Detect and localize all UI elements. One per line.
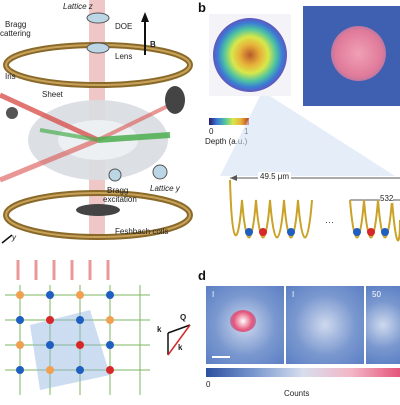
exit-beam	[97, 103, 171, 142]
lattice-wells-left	[229, 179, 313, 239]
ellipsis: ···	[325, 217, 334, 227]
tile-1-spot	[230, 310, 256, 332]
iris-optic	[6, 107, 18, 119]
y-axis-label: y	[12, 233, 16, 242]
distance-2-label: 532	[380, 194, 394, 203]
distance-arrow-1-head	[230, 175, 237, 181]
vector-kf-label: k	[157, 325, 162, 334]
mirror-right	[165, 86, 185, 114]
bragg-excitation-optic	[108, 168, 122, 182]
lattice-y-optic	[152, 164, 168, 180]
atom-2	[259, 228, 267, 236]
b-field-label: B	[150, 40, 156, 49]
depth-map	[209, 14, 291, 96]
lens-label: Lens	[115, 52, 133, 61]
counts-colorbar	[206, 368, 400, 377]
doe-label: DOE	[115, 22, 133, 31]
depth-colorbar-min: 0	[209, 127, 214, 136]
vector-diagram	[167, 324, 191, 356]
apparatus-illustration	[0, 0, 193, 244]
bragg-label: Bragg	[5, 20, 27, 29]
lattice-atoms	[16, 291, 114, 374]
bragg-excitation-label-1: Bragg	[107, 186, 129, 195]
incoming-beam-arrows	[16, 260, 110, 280]
distance-1-label: 49.5 μm	[258, 172, 292, 181]
projection-shape	[220, 96, 395, 176]
panel-a: Lattice z DOE B Bragg cattering Lens Iri…	[0, 0, 200, 250]
iris-label: Iris	[5, 72, 16, 81]
lattice-y-beam	[97, 132, 171, 143]
objective	[76, 204, 120, 216]
tile-3-title: 50	[372, 290, 381, 299]
bragg-beam	[0, 92, 100, 143]
counts-colorbar-min: 0	[206, 380, 211, 389]
atom-6	[381, 228, 389, 236]
sheet-label: Sheet	[42, 90, 63, 99]
heatmap-tile-3: 50	[366, 286, 400, 364]
tile-2-title: I	[292, 290, 295, 299]
lattice-potential: ···	[229, 175, 400, 242]
atom-cloud-disk	[331, 26, 386, 81]
doe-optic	[86, 12, 110, 24]
lattice-z-label: Lattice z	[63, 2, 93, 11]
vector-ki-label: k	[178, 343, 183, 352]
green-beam-left	[39, 128, 99, 142]
panel-c: k Q k	[0, 255, 200, 400]
counts-colorbar-label: Counts	[284, 389, 310, 398]
projection-cone	[220, 96, 395, 176]
bragg-excitation-label-2: excitation	[103, 195, 137, 204]
scattering-plane	[30, 310, 110, 390]
lattice-illustration	[5, 260, 191, 395]
atom-3	[287, 228, 295, 236]
scattering-label: cattering	[0, 29, 31, 38]
density-image	[303, 6, 400, 106]
b-field-arrowhead	[141, 12, 149, 22]
depth-colorbar	[209, 118, 249, 125]
atom-5	[367, 228, 375, 236]
feshbach-label: Feshbach coils	[115, 227, 169, 236]
atom-4	[353, 228, 361, 236]
y-axis-arrow	[1, 234, 13, 244]
depth-colorbar-label: Depth (a.u.)	[205, 137, 248, 146]
panel-b-letter: b	[198, 0, 206, 15]
atom-1	[245, 228, 253, 236]
depth-profile-disk	[213, 18, 287, 92]
tile-1-title: I	[212, 290, 215, 299]
heatmap-tile-1: I	[206, 286, 284, 364]
panel-d-letter: d	[198, 268, 206, 283]
heatmap-tile-2: I	[286, 286, 364, 364]
lattice-y-label: Lattice y	[150, 184, 180, 193]
scale-bar	[212, 356, 230, 358]
bottom-coil-highlight	[5, 192, 191, 238]
vector-q-label: Q	[180, 313, 187, 322]
lens-optic	[86, 42, 110, 54]
sheet-beam	[0, 137, 99, 183]
